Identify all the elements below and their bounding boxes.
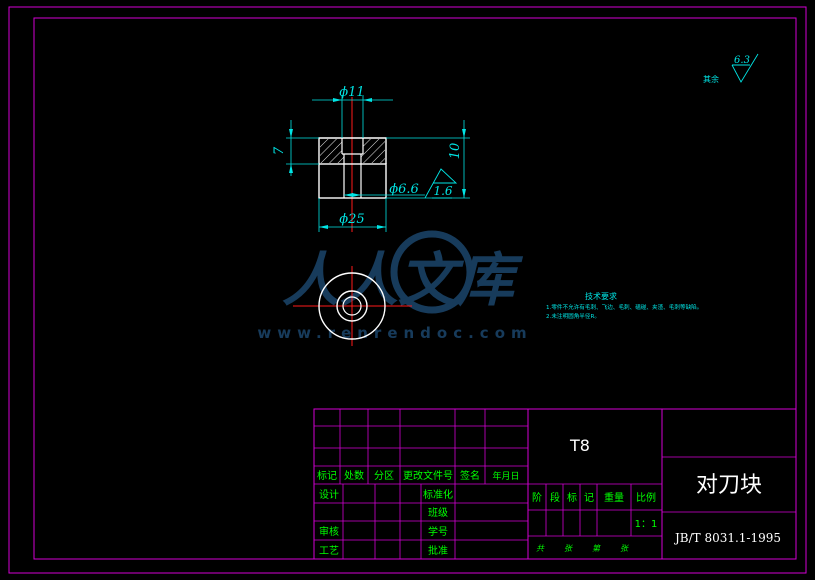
revision-grid (314, 409, 528, 559)
rev-header-mark: 标记 (317, 470, 337, 482)
top-boss-outline (318, 137, 387, 164)
weight-header: 重量 (604, 491, 624, 504)
sheet-total-label: 共 (536, 544, 545, 553)
roughness-other: 其余 6.3 (703, 53, 759, 84)
dim-step-label: 7 (272, 146, 287, 155)
dim-outer-label: ϕ25 (339, 212, 364, 227)
row-process: 工艺 (319, 545, 339, 557)
rev-header-count: 处数 (344, 469, 364, 482)
rev-header-doc: 更改文件号 (403, 469, 453, 482)
stage-h1: 阶 (532, 491, 542, 504)
row-student-id: 学号 (428, 525, 448, 538)
dim-top: ϕ11 (312, 85, 393, 138)
watermark-circle (390, 230, 474, 314)
watermark-text: 人人文库 (282, 246, 524, 314)
dim-top-label: ϕ11 (339, 85, 364, 100)
row-class: 班级 (428, 507, 448, 519)
roughness-local-label: 1.6 (433, 184, 452, 198)
standard-code: JB/T 8031.1-1995 (673, 531, 781, 545)
boss-circle (336, 290, 368, 322)
dim-hole: ϕ6.6 (344, 182, 425, 197)
material: T8 (569, 436, 590, 455)
front-view: ϕ11 7 10 ϕ6.6 (272, 85, 470, 232)
roughness-local: 1.6 (424, 168, 458, 199)
row-design: 设计 (319, 488, 339, 501)
hatch-inner-left (342, 154, 344, 163)
section-hatch (320, 139, 385, 163)
base-outline (318, 163, 387, 199)
scale-header: 比例 (636, 491, 656, 504)
row-standardization: 标准化 (423, 488, 453, 501)
top-view (293, 266, 412, 346)
stage-grid (528, 484, 662, 537)
tech-title: 技术要求 (585, 291, 617, 301)
tech-item-1: 1.零件不允许有毛刺、飞边、毛刺、磕碰、夹渣、毛刺等缺陷。 (546, 303, 702, 311)
roughness-other-label: 其余 (703, 74, 719, 84)
watermark: 人人文库 www.renrendoc.com (257, 230, 532, 342)
tech-item-2: 2.未注明圆角半径R。 (546, 312, 600, 320)
rev-header-date: 年月日 (492, 470, 519, 482)
sheet-total-unit: 张 (564, 544, 573, 553)
scale-value: 1：1 (635, 519, 658, 530)
part-name: 对刀块 (696, 473, 762, 498)
outer-frame (8, 6, 807, 574)
sheet-no-label: 第 (592, 544, 602, 553)
stage-h3: 标 (567, 492, 577, 504)
title-block: 标记 处数 分区 更改文件号 签名 年月日 设计 审核 工艺 标准化 班级 学号… (313, 408, 797, 560)
row-approve: 批准 (428, 544, 448, 557)
hatch-inner-right (361, 154, 363, 163)
roughness-other-value: 6.3 (734, 55, 750, 66)
hatch-left (320, 139, 342, 163)
rev-header-sign: 签名 (460, 469, 480, 482)
outer-circle (318, 272, 386, 340)
rev-header-zone: 分区 (374, 470, 394, 482)
watermark-url: www.renrendoc.com (257, 324, 532, 342)
dim-step: 7 (272, 120, 319, 176)
tech-requirements: 技术要求 1.零件不允许有毛刺、飞边、毛刺、磕碰、夹渣、毛刺等缺陷。 2.未注明… (546, 291, 702, 320)
row-review: 审核 (319, 525, 339, 538)
dim-total: 10 (386, 120, 470, 199)
dim-total-label: 10 (448, 143, 463, 160)
stage-h2: 段 (550, 491, 560, 504)
hatch-right (363, 139, 385, 163)
hole-circle (342, 296, 362, 316)
dim-outer: ϕ25 (318, 198, 387, 232)
dim-hole-label: ϕ6.6 (389, 182, 419, 197)
sheet-no-unit: 张 (620, 544, 629, 553)
revision-headers: 标记 处数 分区 更改文件号 签名 年月日 (317, 469, 520, 482)
stage-h4: 记 (584, 492, 594, 504)
